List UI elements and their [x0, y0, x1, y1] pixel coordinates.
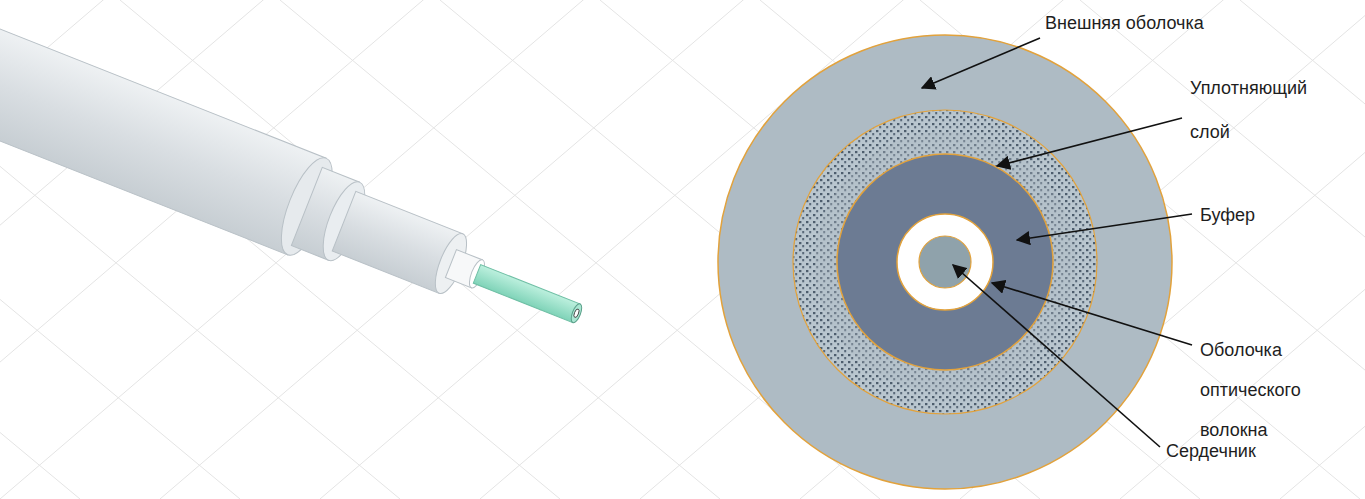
part-label: Уплотняющий слой: [1190, 66, 1307, 154]
leader-arrow: [1017, 214, 1192, 240]
cable-cross-section: [718, 35, 1172, 489]
grid-line: [640, 0, 1340, 499]
buffer: [837, 154, 1053, 370]
cable-side-view: [0, 7, 599, 363]
part-label: Буфер: [1200, 204, 1255, 226]
grid-line: [120, 0, 720, 499]
grid-line: [0, 0, 540, 499]
outer-jacket: [718, 35, 1172, 489]
grid-line: [480, 0, 1180, 499]
sealing-layer: [793, 110, 1097, 414]
leader-arrow: [953, 265, 1160, 447]
part-label: Сердечник: [1166, 440, 1256, 462]
leader-arrow: [997, 118, 1182, 166]
core: [919, 236, 971, 288]
leader-arrows: [922, 38, 1192, 447]
part-label: Внешняя оболочка: [1045, 12, 1204, 34]
leader-arrow: [922, 38, 1040, 88]
grid-line: [600, 0, 1200, 499]
grid-line: [1280, 0, 1365, 499]
part-label: Оболочка оптического волокна: [1200, 330, 1301, 450]
grid-line: [0, 0, 380, 499]
leader-arrow: [992, 283, 1192, 345]
fiber-cladding: [897, 214, 993, 310]
